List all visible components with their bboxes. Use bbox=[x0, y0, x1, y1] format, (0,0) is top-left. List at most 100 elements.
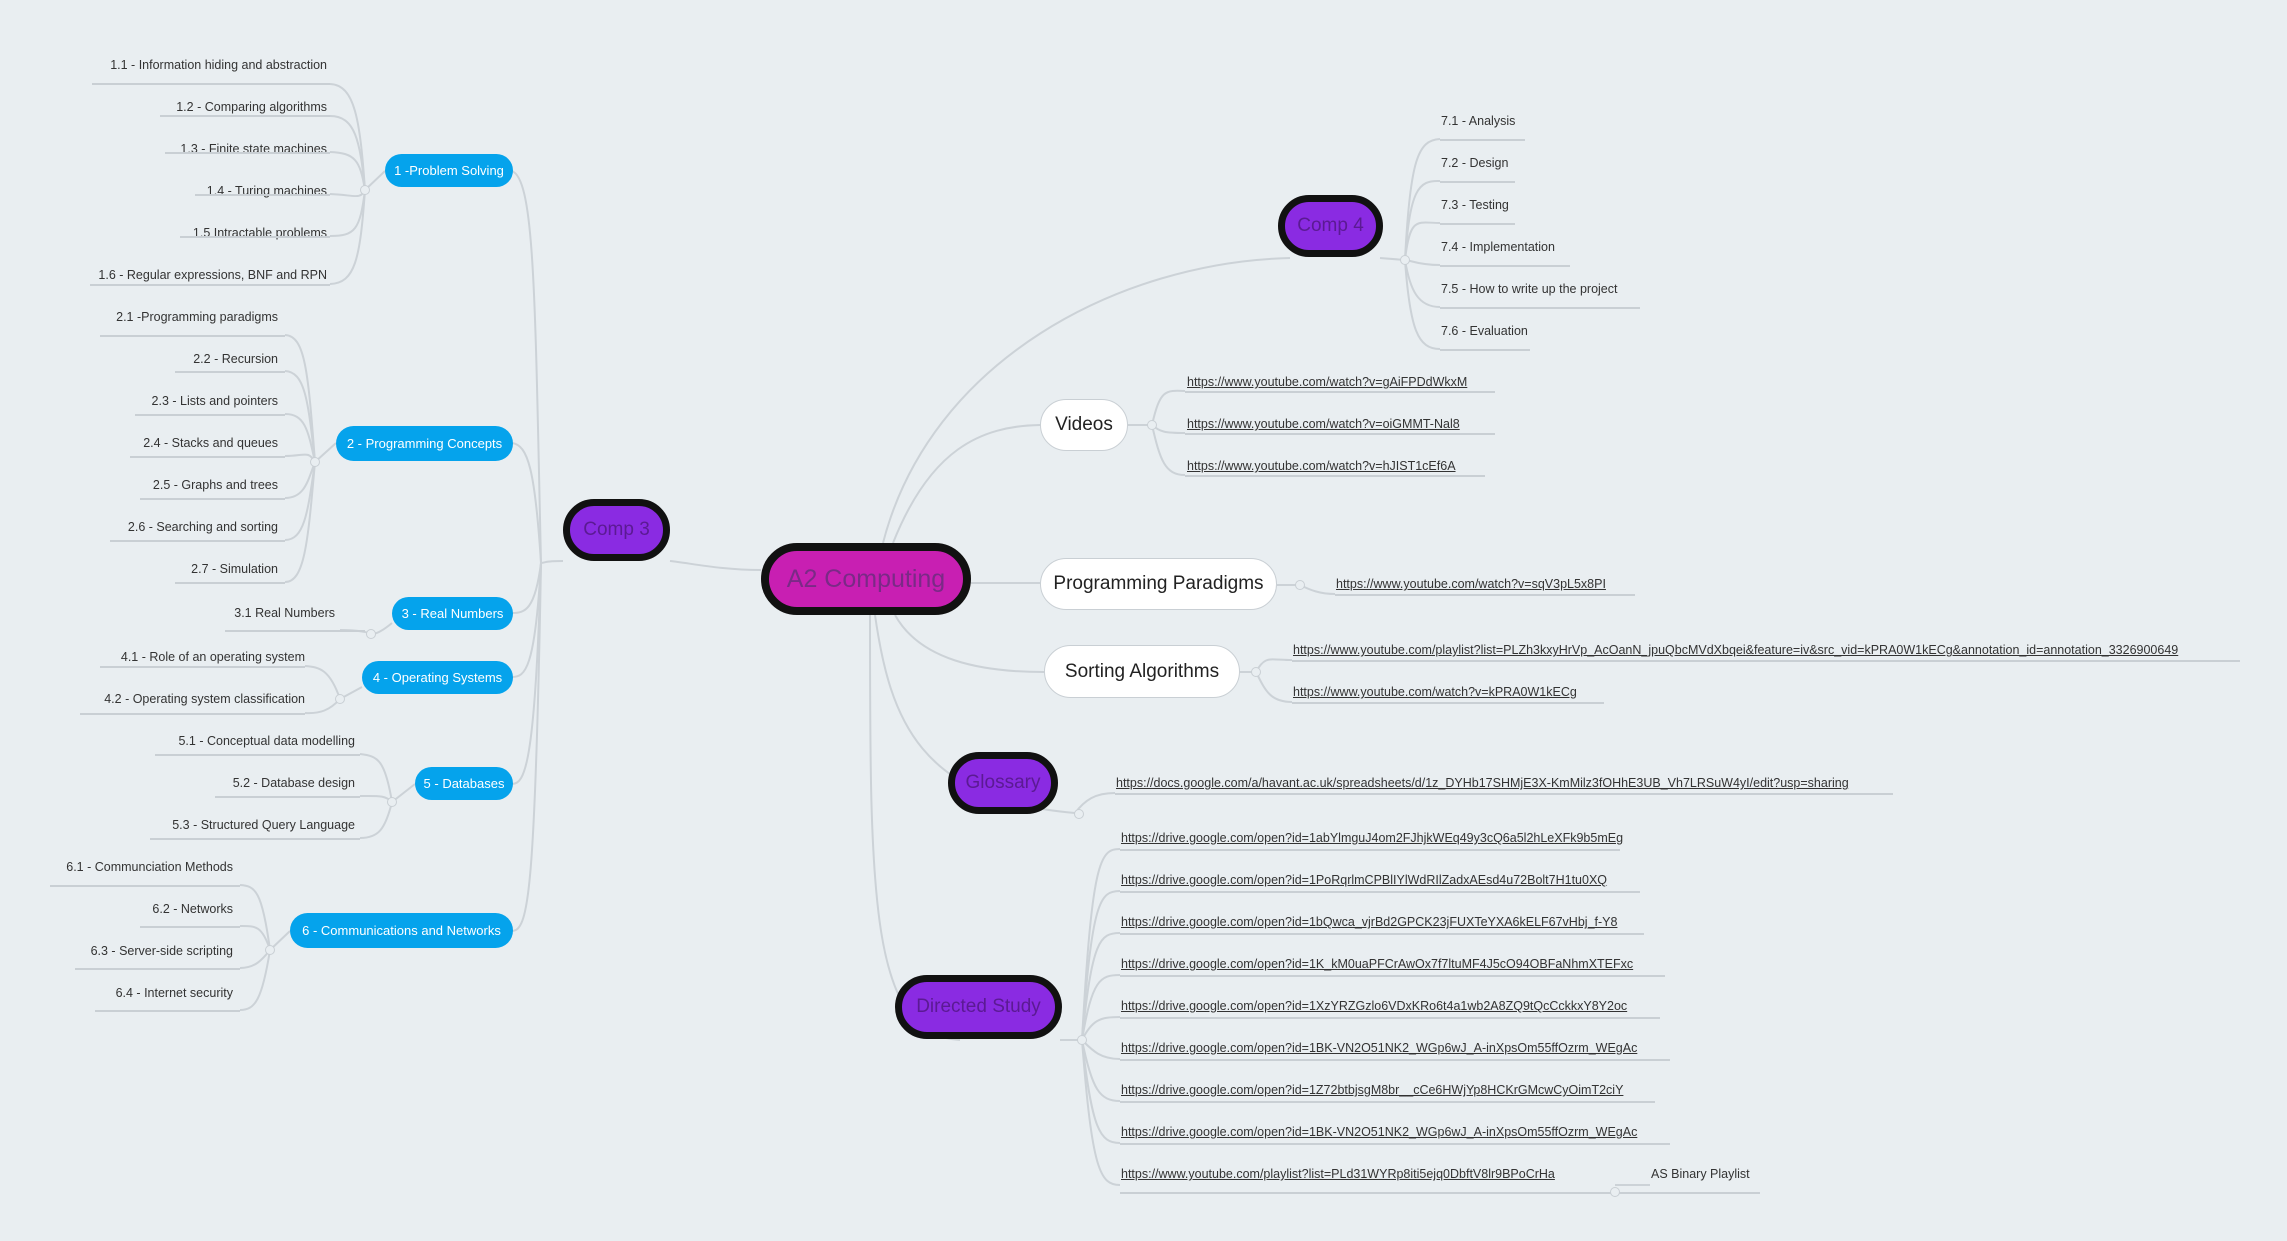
leaf-underline bbox=[175, 371, 285, 373]
collapse-knob[interactable] bbox=[335, 694, 345, 704]
leaf-item[interactable]: 3.1 Real Numbers bbox=[234, 606, 335, 620]
leaf-item[interactable]: 2.1 -Programming paradigms bbox=[116, 310, 278, 324]
topic-databases[interactable]: 5 - Databases bbox=[415, 767, 513, 800]
leaf-underline bbox=[92, 83, 330, 85]
leaf-underline bbox=[160, 115, 330, 117]
collapse-knob[interactable] bbox=[1147, 420, 1157, 430]
leaf-underline bbox=[1292, 702, 1604, 704]
leaf-item[interactable]: 7.6 - Evaluation bbox=[1441, 324, 1528, 338]
leaf-underline bbox=[100, 335, 285, 337]
leaf-underline bbox=[175, 582, 285, 584]
playlist-label[interactable]: AS Binary Playlist bbox=[1651, 1167, 1750, 1181]
drive-link[interactable]: https://drive.google.com/open?id=1BK-VN2… bbox=[1121, 1125, 1638, 1139]
leaf-underline bbox=[1120, 1101, 1655, 1103]
drive-link[interactable]: https://drive.google.com/open?id=1bQwca_… bbox=[1121, 915, 1618, 929]
leaf-item[interactable]: 1.6 - Regular expressions, BNF and RPN bbox=[98, 268, 327, 282]
leaf-underline bbox=[140, 926, 240, 928]
comp3-topic[interactable]: Comp 3 bbox=[563, 499, 670, 561]
video-link[interactable]: https://www.youtube.com/watch?v=oiGMMT-N… bbox=[1187, 417, 1460, 431]
glossary-topic[interactable]: Glossary bbox=[948, 752, 1058, 814]
sorting-link[interactable]: https://www.youtube.com/watch?v=kPRA0W1k… bbox=[1293, 685, 1577, 699]
leaf-item[interactable]: 5.3 - Structured Query Language bbox=[172, 818, 355, 832]
leaf-item[interactable]: 4.2 - Operating system classification bbox=[104, 692, 305, 706]
topic-programming-concepts[interactable]: 2 - Programming Concepts bbox=[336, 426, 513, 461]
leaf-item[interactable]: 7.1 - Analysis bbox=[1441, 114, 1516, 128]
leaf-underline bbox=[135, 414, 285, 416]
drive-link[interactable]: https://drive.google.com/open?id=1BK-VN2… bbox=[1121, 1041, 1638, 1055]
central-topic[interactable]: A2 Computing bbox=[761, 543, 971, 615]
topic-problem-solving[interactable]: 1 -Problem Solving bbox=[385, 154, 513, 187]
comp4-topic[interactable]: Comp 4 bbox=[1278, 195, 1383, 257]
leaf-item[interactable]: 2.7 - Simulation bbox=[191, 562, 278, 576]
topic-communications-networks[interactable]: 6 - Communications and Networks bbox=[290, 913, 513, 948]
leaf-underline bbox=[75, 968, 240, 970]
leaf-item[interactable]: 7.2 - Design bbox=[1441, 156, 1509, 170]
collapse-knob[interactable] bbox=[1610, 1187, 1620, 1197]
leaf-underline bbox=[1120, 933, 1644, 935]
leaf-item[interactable]: 1.5 Intractable problems bbox=[192, 226, 327, 240]
leaf-item[interactable]: 2.5 - Graphs and trees bbox=[152, 478, 278, 492]
collapse-knob[interactable] bbox=[366, 629, 376, 639]
leaf-underline bbox=[1335, 594, 1635, 596]
collapse-knob[interactable] bbox=[1295, 580, 1305, 590]
leaf-item[interactable]: 6.1 - Communciation Methods bbox=[66, 860, 233, 874]
leaf-underline bbox=[155, 754, 360, 756]
video-link[interactable]: https://www.youtube.com/watch?v=hJISТ1cE… bbox=[1187, 459, 1456, 473]
leaf-underline bbox=[1115, 793, 1893, 795]
leaf-underline bbox=[1185, 475, 1485, 477]
leaf-underline bbox=[1120, 975, 1665, 977]
collapse-knob[interactable] bbox=[1077, 1035, 1087, 1045]
leaf-underline bbox=[95, 1010, 240, 1012]
leaf-underline bbox=[1120, 1017, 1660, 1019]
collapse-knob[interactable] bbox=[360, 185, 370, 195]
leaf-item[interactable]: 2.4 - Stacks and queues bbox=[143, 436, 278, 450]
leaf-underline bbox=[130, 456, 285, 458]
leaf-item[interactable]: 5.1 - Conceptual data modelling bbox=[178, 734, 355, 748]
collapse-knob[interactable] bbox=[1400, 255, 1410, 265]
sorting-algorithms-topic[interactable]: Sorting Algorithms bbox=[1044, 645, 1240, 698]
leaf-underline bbox=[1440, 265, 1570, 267]
programming-paradigms-topic[interactable]: Programming Paradigms bbox=[1040, 558, 1277, 610]
topic-real-numbers[interactable]: 3 - Real Numbers bbox=[392, 597, 513, 630]
leaf-item[interactable]: 1.4 - Turing machines bbox=[206, 184, 327, 198]
leaf-item[interactable]: 6.4 - Internet security bbox=[115, 986, 233, 1000]
leaf-item[interactable]: 4.1 - Role of an operating system bbox=[120, 650, 305, 664]
topic-operating-systems[interactable]: 4 - Operating Systems bbox=[362, 661, 513, 694]
leaf-item[interactable]: 7.4 - Implementation bbox=[1441, 240, 1555, 254]
leaf-item[interactable]: 1.3 - Finite state machines bbox=[180, 142, 327, 156]
leaf-item[interactable]: 1.2 - Comparing algorithms bbox=[176, 100, 327, 114]
leaf-item[interactable]: 1.1 - Information hiding and abstraction bbox=[110, 58, 327, 72]
sorting-link[interactable]: https://www.youtube.com/playlist?list=PL… bbox=[1293, 643, 2179, 657]
leaf-underline bbox=[1120, 1143, 1670, 1145]
collapse-knob[interactable] bbox=[310, 457, 320, 467]
directed-study-topic[interactable]: Directed Study bbox=[895, 975, 1062, 1039]
leaf-underline bbox=[150, 838, 360, 840]
drive-link[interactable]: https://drive.google.com/open?id=1XzYRZG… bbox=[1121, 999, 1628, 1013]
drive-link[interactable]: https://drive.google.com/open?id=1K_kM0u… bbox=[1121, 957, 1634, 971]
leaf-item[interactable]: 2.2 - Recursion bbox=[193, 352, 278, 366]
playlist-link[interactable]: https://www.youtube.com/playlist?list=PL… bbox=[1121, 1167, 1555, 1181]
drive-link[interactable]: https://drive.google.com/open?id=1abYlmg… bbox=[1121, 831, 1624, 845]
videos-topic[interactable]: Videos bbox=[1040, 399, 1128, 451]
leaf-item[interactable]: 5.2 - Database design bbox=[232, 776, 355, 790]
leaf-underline bbox=[165, 152, 330, 154]
glossary-link[interactable]: https://docs.google.com/a/havant.ac.uk/s… bbox=[1116, 776, 1849, 790]
collapse-knob[interactable] bbox=[265, 945, 275, 955]
collapse-knob[interactable] bbox=[1074, 809, 1084, 819]
leaf-item[interactable]: 2.3 - Lists and pointers bbox=[151, 394, 278, 408]
leaf-item[interactable]: 6.2 - Networks bbox=[152, 902, 233, 916]
leaf-item[interactable]: 6.3 - Server-side scripting bbox=[90, 944, 233, 958]
leaf-underline bbox=[1120, 891, 1640, 893]
drive-link[interactable]: https://drive.google.com/open?id=1Z72btb… bbox=[1121, 1083, 1624, 1097]
leaf-underline bbox=[1650, 1192, 1760, 1194]
paradigm-link[interactable]: https://www.youtube.com/watch?v=sqV3pL5x… bbox=[1336, 577, 1606, 591]
leaf-underline bbox=[80, 713, 305, 715]
leaf-item[interactable]: 7.5 - How to write up the project bbox=[1441, 282, 1618, 296]
video-link[interactable]: https://www.youtube.com/watch?v=gAiFPDdW… bbox=[1187, 375, 1468, 389]
leaf-item[interactable]: 2.6 - Searching and sorting bbox=[127, 520, 278, 534]
drive-link[interactable]: https://drive.google.com/open?id=1PoRqrl… bbox=[1121, 873, 1608, 887]
collapse-knob[interactable] bbox=[1251, 667, 1261, 677]
leaf-item[interactable]: 7.3 - Testing bbox=[1441, 198, 1509, 212]
leaf-underline bbox=[215, 796, 360, 798]
collapse-knob[interactable] bbox=[387, 797, 397, 807]
